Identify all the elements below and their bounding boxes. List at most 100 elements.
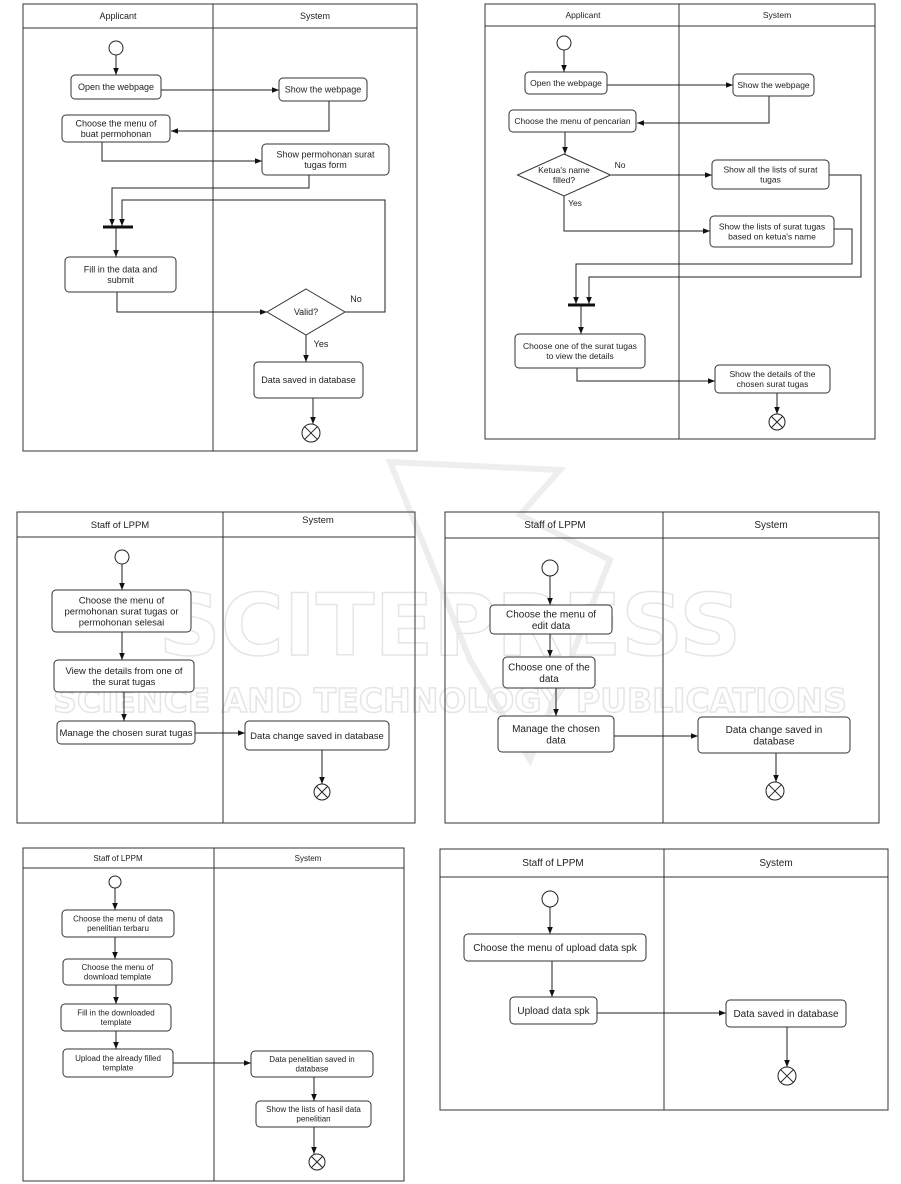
activity-box xyxy=(514,333,646,369)
label-line: Data saved in database xyxy=(261,375,356,385)
activity-label: Choose the menu of pencarian xyxy=(514,116,631,126)
initial-node-icon xyxy=(541,890,559,908)
control-flow-arrow xyxy=(171,101,330,134)
activity-node: Manage the chosen surat tugas xyxy=(56,720,196,745)
label-line: View the details from one of xyxy=(65,666,182,677)
guard-label: Yes xyxy=(314,339,329,349)
guard-label: No xyxy=(615,160,626,170)
control-flow-arrow xyxy=(116,292,267,315)
label-line: edit data xyxy=(532,621,571,632)
label-line: Ketua's name xyxy=(538,165,590,175)
label-line: Show all the lists of surat xyxy=(723,165,818,175)
activity-box xyxy=(489,604,613,635)
activity-label: Choose the menu of upload data spk xyxy=(473,943,637,954)
decision-diamond xyxy=(266,288,346,336)
activity-box xyxy=(64,256,177,293)
activity-box xyxy=(61,114,171,143)
final-node-icon xyxy=(308,1153,326,1171)
final-node-icon xyxy=(313,783,331,801)
label-line: Show the details of the xyxy=(729,369,815,379)
diagram-frame xyxy=(22,3,418,452)
swimlane-header: Applicant xyxy=(566,10,602,20)
label-line: the surat tugas xyxy=(93,677,156,688)
label-line: data xyxy=(539,674,559,685)
label-line: Data saved in database xyxy=(733,1009,839,1020)
fork-join-bar xyxy=(103,225,133,229)
activity-box xyxy=(61,909,175,938)
activity-node: Upload data spk xyxy=(509,996,598,1025)
label-line: submit xyxy=(107,275,134,285)
activity-box xyxy=(278,77,368,102)
activity-box xyxy=(60,1003,172,1032)
swimlane-header: System xyxy=(754,520,787,531)
label-line: based on ketua's name xyxy=(728,231,816,241)
activity-node: Show the webpage xyxy=(278,77,368,102)
activity-label: Upload data spk xyxy=(517,1006,590,1017)
label-line: Manage the chosen surat tugas xyxy=(59,728,192,739)
label-line: Data change saved in database xyxy=(250,731,384,742)
label-line: penelitian terbaru xyxy=(87,924,149,933)
activity-box xyxy=(725,999,847,1028)
fork-join-bar xyxy=(568,303,595,307)
control-flow-arrow xyxy=(563,196,710,234)
label-line: permohonan surat tugas or xyxy=(64,606,178,617)
activity-label: Show the webpage xyxy=(737,80,810,90)
activity-box xyxy=(250,1050,374,1078)
initial-node-icon xyxy=(108,40,124,56)
initial-node-icon xyxy=(108,875,122,889)
swimlane-header: Staff of LPPM xyxy=(522,858,584,869)
activity-box xyxy=(253,361,364,399)
activity-label: Data saved in database xyxy=(733,1009,839,1020)
activity-box xyxy=(709,215,835,248)
label-line: tugas form xyxy=(304,160,347,170)
label-line: Choose the menu of xyxy=(506,609,596,620)
label-line: Data penelitian saved in xyxy=(269,1055,354,1064)
activity-label: Show the webpage xyxy=(285,85,362,95)
activity-box xyxy=(508,109,637,133)
activity-box xyxy=(711,159,830,190)
label-line: Upload the already filled xyxy=(75,1054,161,1063)
label-line: buat permohonan xyxy=(81,129,152,139)
label-line: Choose the menu of xyxy=(75,118,157,128)
control-flow-arrow xyxy=(119,199,386,313)
activity-node: Data change saved in database xyxy=(244,720,390,751)
activity-node: Show the webpage xyxy=(732,73,815,97)
final-node-icon xyxy=(768,413,786,431)
swimlane-header: Staff of LPPM xyxy=(91,520,150,531)
control-flow-arrow xyxy=(576,368,715,384)
label-line: Open the webpage xyxy=(78,82,154,92)
activity-node: Data saved in database xyxy=(725,999,847,1028)
label-line: Fill in the data and xyxy=(84,264,158,274)
label-line: chosen surat tugas xyxy=(737,379,809,389)
label-line: database xyxy=(753,736,795,747)
diagram-frame xyxy=(16,511,416,824)
watermark-title: SCITEPRESS xyxy=(159,576,741,676)
label-line: template xyxy=(103,1063,134,1072)
label-line: Upload data spk xyxy=(517,1006,590,1017)
